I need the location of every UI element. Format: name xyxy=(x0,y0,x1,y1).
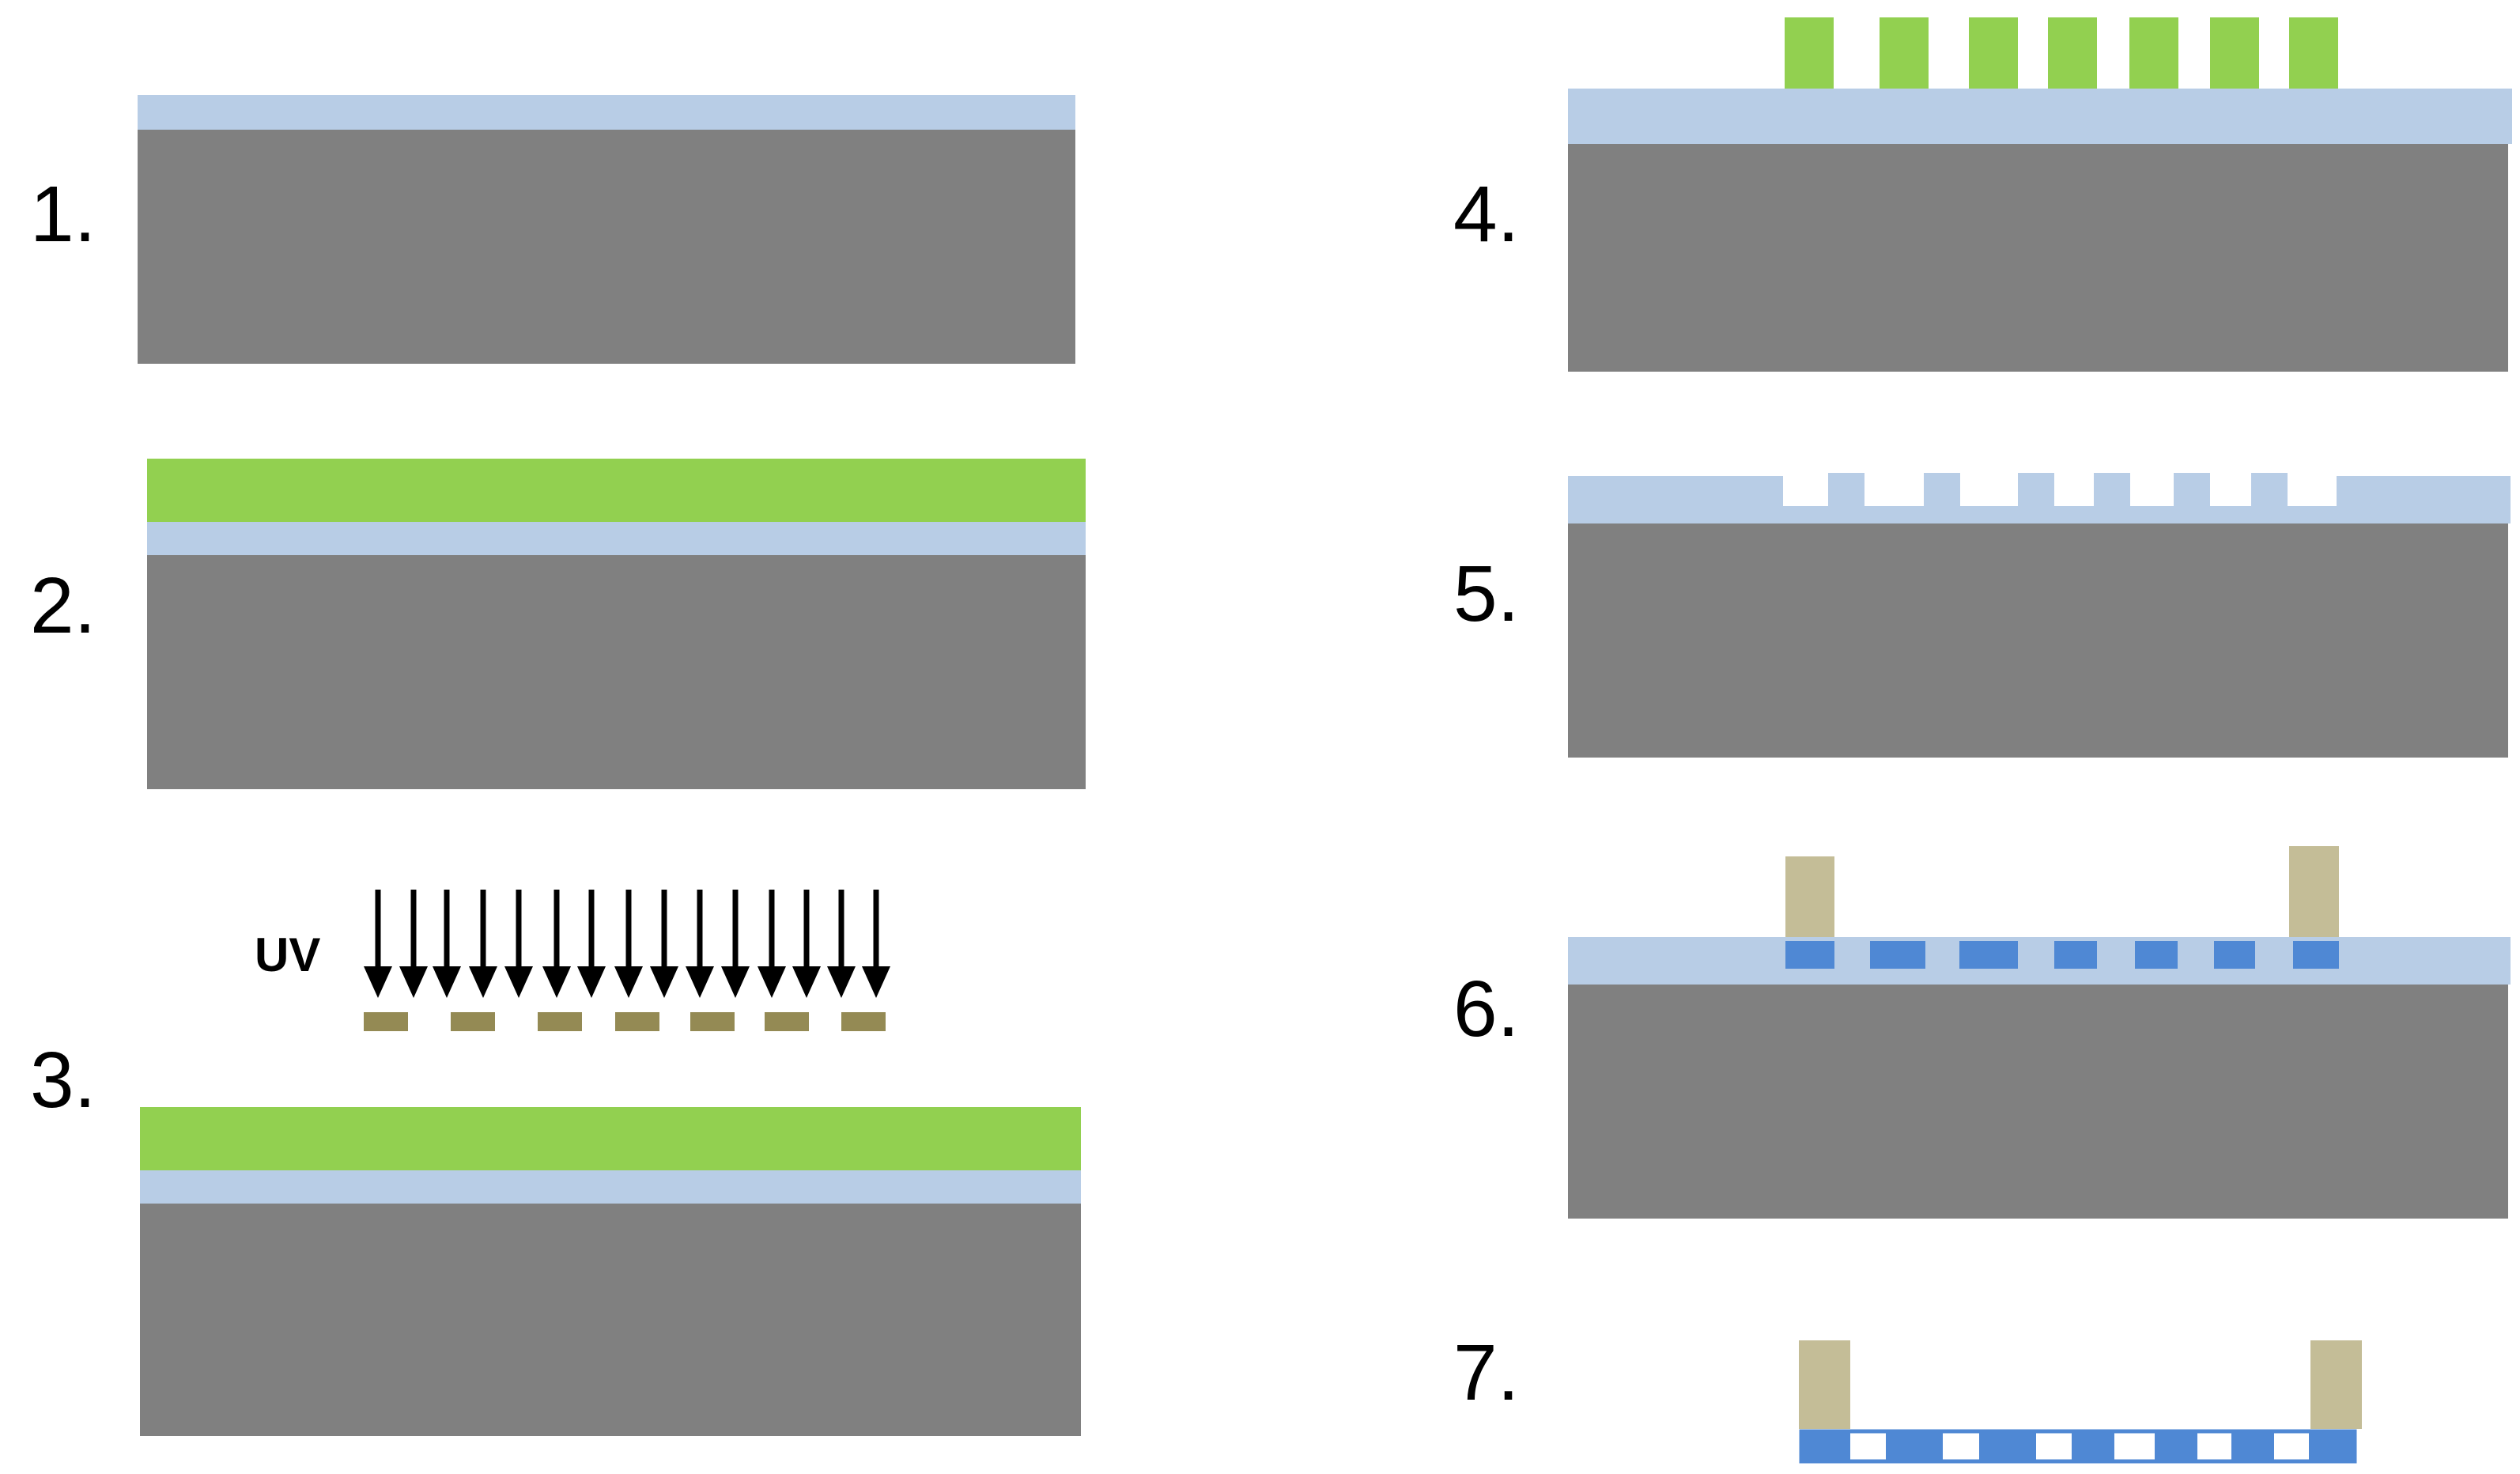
resist-pillar xyxy=(2129,17,2178,89)
photoresist-layer xyxy=(140,1107,1081,1170)
step-6-stack xyxy=(1568,846,2511,1219)
oxide-ridge xyxy=(2251,473,2288,506)
oxide-ridge xyxy=(2018,473,2054,506)
metal-block xyxy=(1801,1433,1850,1460)
uv-arrow xyxy=(650,890,678,998)
step-2-label: 2. xyxy=(30,561,96,650)
uv-arrow xyxy=(469,890,497,998)
mask-segment xyxy=(690,1012,735,1031)
metal-blocks xyxy=(1801,1433,2353,1460)
mask-segment xyxy=(615,1012,659,1031)
step-1-stack xyxy=(138,95,1075,364)
support-post-left xyxy=(1799,1340,1850,1429)
oxide-layer xyxy=(1568,89,2512,144)
mask-segment xyxy=(841,1012,886,1031)
substrate xyxy=(1568,144,2508,372)
mask-segment xyxy=(451,1012,495,1031)
oxide-ridge xyxy=(1924,473,1960,506)
uv-arrow xyxy=(364,890,392,998)
support-post-left xyxy=(1785,856,1834,945)
oxide-ridge xyxy=(2174,473,2210,506)
substrate xyxy=(138,130,1075,364)
step-3-label: 3. xyxy=(30,1036,96,1124)
metal-block xyxy=(2231,1433,2274,1460)
uv-arrow xyxy=(577,890,606,998)
uv-arrow xyxy=(721,890,750,998)
step-1-label: 1. xyxy=(30,170,96,259)
resist-pillar xyxy=(1880,17,1929,89)
metal-block xyxy=(1870,941,1925,969)
metal-block xyxy=(1959,941,2018,969)
uv-arrow xyxy=(792,890,821,998)
oxide-block-left xyxy=(1568,476,1783,506)
step-5-stack xyxy=(1568,473,2511,758)
oxide-ridge xyxy=(1828,473,1864,506)
mask-segment xyxy=(364,1012,408,1031)
resist-pillar xyxy=(1785,17,1834,89)
step-4-stack xyxy=(1568,17,2512,372)
step-5-label: 5. xyxy=(1453,550,1519,638)
step-7-label: 7. xyxy=(1453,1328,1519,1417)
mask-segment xyxy=(765,1012,809,1031)
uv-arrow xyxy=(758,890,786,998)
oxide-layer xyxy=(138,95,1075,130)
metal-block xyxy=(2214,941,2255,969)
uv-arrows xyxy=(364,890,890,998)
resist-pillar xyxy=(2048,17,2097,89)
step-4-label: 4. xyxy=(1453,170,1519,259)
oxide-layer xyxy=(140,1170,1081,1204)
resist-pillar xyxy=(1969,17,2018,89)
uv-arrow xyxy=(686,890,714,998)
step-7-stack xyxy=(1799,1340,2362,1464)
uv-arrow xyxy=(614,890,643,998)
support-post-right xyxy=(2310,1340,2362,1429)
metal-block xyxy=(2309,1433,2353,1460)
metal-block xyxy=(2155,1433,2197,1460)
oxide-block-right xyxy=(2337,476,2511,506)
uv-arrow xyxy=(827,890,856,998)
oxide-ridge xyxy=(2094,473,2130,506)
uv-label: UV xyxy=(255,928,320,981)
uv-arrow xyxy=(862,890,890,998)
resist-pillar xyxy=(2289,17,2338,89)
photoresist-layer xyxy=(147,459,1086,522)
metal-block xyxy=(2135,941,2178,969)
uv-arrow xyxy=(504,890,533,998)
step-6-label: 6. xyxy=(1453,965,1519,1053)
resist-pillars xyxy=(1785,17,2338,89)
oxide-ridges xyxy=(1828,473,2288,506)
uv-arrow xyxy=(433,890,461,998)
uv-arrow xyxy=(542,890,571,998)
mask-segment xyxy=(538,1012,582,1031)
metal-block xyxy=(1979,1433,2036,1460)
substrate xyxy=(1568,985,2508,1219)
substrate xyxy=(147,555,1086,789)
support-post-right xyxy=(2289,846,2339,945)
step-2-stack xyxy=(147,459,1086,789)
uv-arrow xyxy=(399,890,428,998)
metal-blocks xyxy=(1785,941,2339,969)
metal-block xyxy=(2054,941,2097,969)
substrate xyxy=(140,1204,1081,1436)
metal-block xyxy=(2293,941,2339,969)
substrate xyxy=(1568,523,2508,758)
metal-block xyxy=(1785,941,1834,969)
resist-pillar xyxy=(2210,17,2259,89)
photomask xyxy=(364,1012,886,1031)
oxide-layer xyxy=(147,522,1086,555)
metal-block xyxy=(2072,1433,2114,1460)
oxide-layer xyxy=(1568,937,2511,985)
metal-block xyxy=(1886,1433,1943,1460)
oxide-base xyxy=(1568,506,2511,523)
step-3-exposure: UV xyxy=(140,890,1081,1436)
